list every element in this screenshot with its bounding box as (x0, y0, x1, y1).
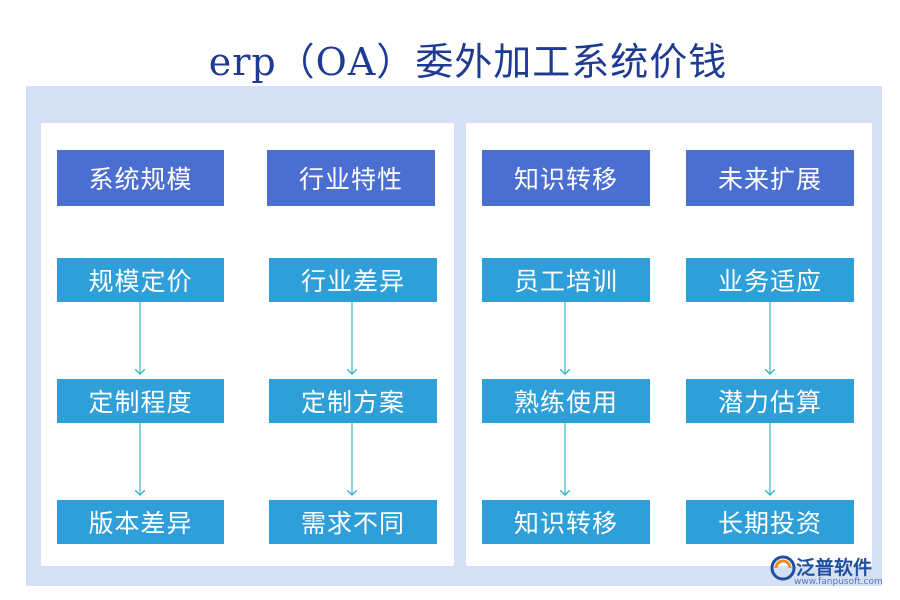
step-box-2-3: 需求不同 (269, 500, 437, 544)
step-box-4-1: 业务适应 (686, 258, 854, 302)
step-box-3-1: 员工培训 (482, 258, 650, 302)
diagram-title: erp（OA）委外加工系统价钱 (208, 40, 728, 84)
fanpu-watermark: 泛普软件 www.fanpusoft.com (766, 553, 892, 593)
step-box-4-3: 长期投资 (686, 500, 854, 544)
step-box-1-2: 定制程度 (57, 379, 224, 423)
watermark-name: 泛普软件 (796, 557, 873, 579)
column-header-4: 未来扩展 (686, 150, 854, 206)
watermark-url: www.fanpusoft.com (794, 577, 883, 587)
fanpu-logo-icon (770, 555, 796, 581)
step-box-3-2: 熟练使用 (482, 379, 650, 423)
step-box-2-2: 定制方案 (269, 379, 437, 423)
column-header-3: 知识转移 (482, 150, 650, 206)
column-header-2: 行业特性 (267, 150, 435, 206)
step-box-3-3: 知识转移 (482, 500, 650, 544)
step-box-4-2: 潜力估算 (686, 379, 854, 423)
step-box-2-1: 行业差异 (269, 258, 437, 302)
step-box-1-3: 版本差异 (57, 500, 224, 544)
step-box-1-1: 规模定价 (57, 258, 224, 302)
column-header-1: 系统规模 (57, 150, 224, 206)
